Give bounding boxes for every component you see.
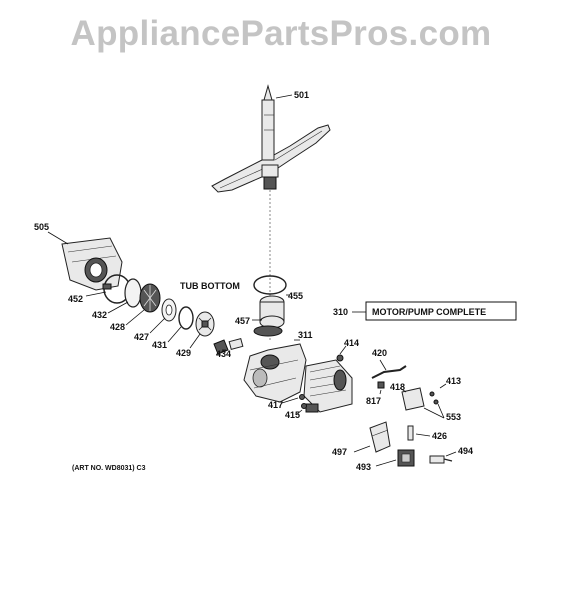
callout-455: 455	[288, 291, 303, 301]
seal-ring-432[interactable]	[124, 278, 142, 308]
chopper-429[interactable]	[195, 311, 215, 337]
callout-428: 428	[110, 322, 125, 332]
motor-pump-complete-label: MOTOR/PUMP COMPLETE	[372, 307, 486, 317]
lower-spray-arm-501[interactable]	[211, 84, 331, 193]
solenoid-493[interactable]	[397, 449, 415, 467]
site-watermark: AppliancePartsPros.com	[70, 14, 492, 53]
bracket-418[interactable]	[401, 387, 425, 411]
impeller-428[interactable]	[139, 283, 161, 313]
callout-413: 413	[446, 376, 461, 386]
callout-415: 415	[285, 410, 300, 420]
screw-414[interactable]	[336, 354, 344, 362]
screw-415[interactable]	[301, 403, 307, 409]
motor-pump-complete-box	[365, 301, 517, 321]
callout-432: 432	[92, 310, 107, 320]
drive-shaft-434[interactable]	[213, 337, 244, 355]
callout-310: 310	[333, 307, 348, 317]
callout-817: 817	[366, 396, 381, 406]
wire-terminal-494[interactable]	[429, 455, 453, 464]
washer-427[interactable]	[161, 298, 177, 322]
screw-413[interactable]	[429, 391, 439, 405]
spring-817[interactable]	[377, 381, 385, 389]
ring-431[interactable]	[178, 306, 194, 330]
callout-311: 311	[298, 330, 313, 340]
callout-420: 420	[372, 348, 387, 358]
callout-429: 429	[176, 348, 191, 358]
callout-418: 418	[390, 382, 405, 392]
pin-426[interactable]	[407, 425, 414, 441]
bracket-497[interactable]	[369, 421, 391, 453]
callout-414: 414	[344, 338, 359, 348]
callout-434: 434	[216, 349, 231, 359]
callout-501: 501	[294, 90, 309, 100]
screw-417[interactable]	[299, 394, 305, 400]
art-number-note: (ART NO. WD8031) C3	[72, 465, 146, 472]
callout-457: 457	[235, 316, 250, 326]
pump-housing-311[interactable]	[243, 343, 307, 403]
callout-427: 427	[134, 332, 149, 342]
filter-housing-505[interactable]	[61, 237, 123, 291]
motor[interactable]	[303, 359, 353, 413]
callout-494: 494	[458, 446, 473, 456]
callout-493: 493	[356, 462, 371, 472]
rod-420[interactable]	[371, 365, 407, 379]
hub-seal-457[interactable]	[253, 295, 285, 337]
callout-426: 426	[432, 431, 447, 441]
callout-505: 505	[34, 222, 49, 232]
tub-bottom-label: TUB BOTTOM	[180, 281, 240, 291]
callout-553: 553	[446, 412, 461, 422]
callout-417: 417	[268, 400, 283, 410]
callout-497: 497	[332, 447, 347, 457]
callout-452: 452	[68, 294, 83, 304]
gasket-455[interactable]	[253, 275, 287, 295]
callout-431: 431	[152, 340, 167, 350]
